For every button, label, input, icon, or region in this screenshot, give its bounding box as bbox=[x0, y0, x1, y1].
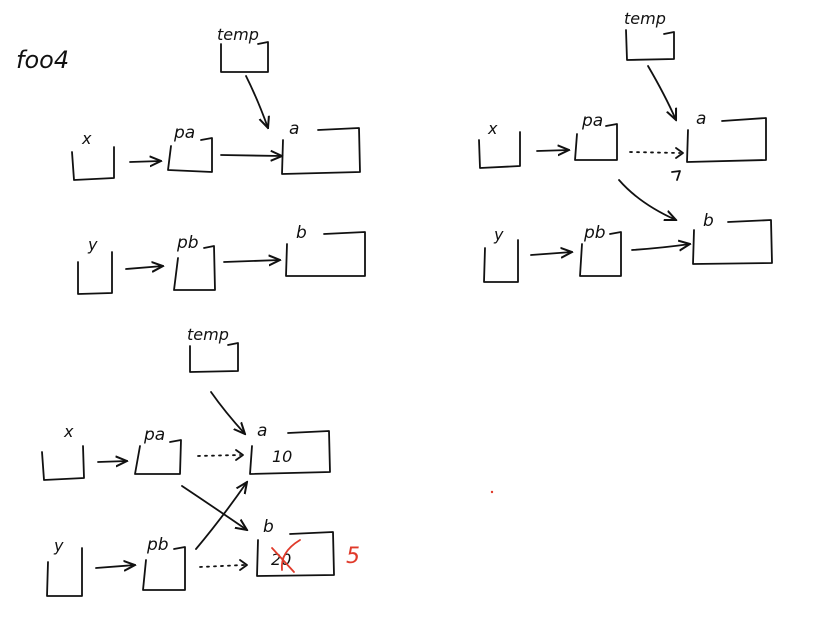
box-pb bbox=[142, 546, 186, 591]
label-temp: temp bbox=[624, 9, 666, 28]
value-a: 10 bbox=[272, 447, 292, 466]
box-y bbox=[46, 547, 83, 597]
label-pa: pa bbox=[581, 111, 603, 131]
label-a: a bbox=[289, 119, 299, 139]
box-a bbox=[281, 127, 361, 175]
label-pb: pb bbox=[583, 223, 606, 243]
label-y: y bbox=[53, 536, 64, 555]
arrow-y-to-pb bbox=[95, 565, 135, 568]
arrow-pa-to-a-head bbox=[235, 449, 244, 461]
arrow-pb-to-b-dotted bbox=[199, 564, 245, 568]
strike-b-old bbox=[271, 539, 301, 573]
label-pb: pb bbox=[176, 233, 199, 253]
stray-mark bbox=[671, 170, 681, 181]
box-b bbox=[692, 219, 773, 265]
arrow-pa-to-a bbox=[220, 155, 282, 156]
box-pb bbox=[173, 245, 216, 291]
box-a bbox=[686, 117, 767, 163]
box-pa bbox=[167, 137, 213, 173]
box-x bbox=[71, 146, 115, 181]
arrow-pb-to-a bbox=[195, 482, 247, 550]
arrow-temp-to-a bbox=[210, 391, 245, 434]
panel-initial: temp x pa a y pb b bbox=[71, 25, 366, 295]
arrow-pa-to-a-head bbox=[675, 147, 684, 159]
box-temp bbox=[625, 29, 675, 61]
label-y: y bbox=[87, 235, 98, 254]
arrow-y-to-pb bbox=[125, 266, 163, 269]
box-pb bbox=[579, 231, 622, 277]
panel-after-swap: temp x pa a 10 y pb b 20 5 bbox=[41, 325, 360, 597]
arrow-pa-to-b bbox=[181, 485, 247, 530]
box-x bbox=[41, 445, 85, 481]
label-b: b bbox=[296, 223, 307, 243]
label-b: b bbox=[703, 211, 714, 231]
label-x: x bbox=[487, 119, 498, 138]
box-y bbox=[77, 251, 113, 295]
arrow-x-to-pa bbox=[97, 461, 127, 462]
arrow-x-to-pa bbox=[129, 161, 161, 162]
label-pa: pa bbox=[143, 425, 165, 445]
value-b-new: 5 bbox=[346, 544, 360, 569]
arrow-pa-to-a-dotted bbox=[197, 454, 241, 457]
box-temp bbox=[189, 342, 239, 373]
label-x: x bbox=[81, 129, 92, 148]
label-b: b bbox=[263, 517, 274, 537]
box-b bbox=[256, 531, 335, 577]
arrow-pb-to-b bbox=[223, 260, 280, 262]
label-x: x bbox=[63, 422, 74, 441]
panel-after-temp: temp x pa a y pb b bbox=[478, 9, 773, 283]
box-pa bbox=[134, 439, 182, 475]
arrow-temp-to-a bbox=[647, 65, 676, 120]
arrow-pa-to-a-dotted bbox=[629, 151, 681, 154]
box-y bbox=[483, 239, 519, 283]
box-temp bbox=[220, 41, 269, 73]
box-a bbox=[249, 430, 331, 475]
label-temp: temp bbox=[217, 25, 259, 44]
arrow-temp-to-a bbox=[245, 75, 268, 128]
arrow-pb-to-b bbox=[631, 244, 690, 250]
diagram-title: foo4 bbox=[16, 46, 69, 74]
label-temp: temp bbox=[187, 325, 229, 344]
arrow-y-to-pb bbox=[530, 252, 572, 255]
label-pb: pb bbox=[146, 535, 169, 555]
box-x bbox=[478, 131, 521, 169]
stray-red-dot bbox=[490, 490, 494, 494]
arrow-pa-to-b bbox=[618, 179, 676, 220]
box-b bbox=[285, 231, 366, 277]
label-a: a bbox=[696, 109, 706, 129]
box-pa bbox=[574, 123, 618, 161]
label-pa: pa bbox=[173, 123, 195, 143]
arrow-x-to-pa bbox=[536, 150, 569, 151]
label-a: a bbox=[257, 421, 267, 441]
arrow-pb-to-b-head bbox=[239, 559, 248, 571]
label-y: y bbox=[493, 225, 504, 244]
